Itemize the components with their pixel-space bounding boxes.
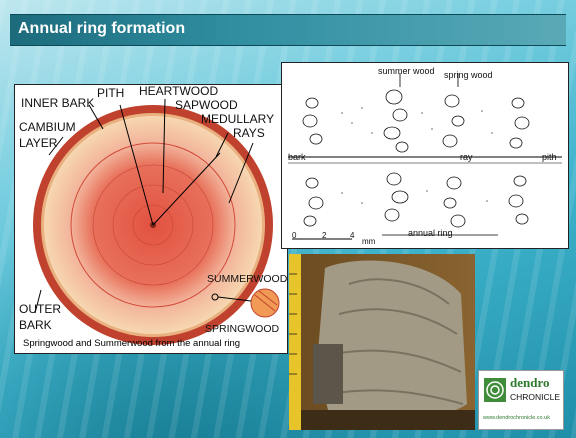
scale-unit: mm — [362, 235, 375, 248]
wood-photo-svg — [289, 254, 475, 430]
label-sapwood: SAPWOOD — [175, 99, 238, 112]
label-bark: BARK — [19, 319, 52, 332]
label-spring-wood: spring wood — [444, 69, 493, 82]
logo-ring-icon — [483, 377, 507, 403]
label-pith: PITH — [97, 87, 124, 100]
cross-section-diagram: PITH HEARTWOOD INNER BARK SAPWOOD MEDULL… — [14, 84, 288, 354]
label-cambium: CAMBIUM — [19, 121, 76, 134]
label-annual-ring: annual ring — [408, 227, 453, 240]
label-inner-bark: INNER BARK — [21, 97, 94, 110]
diagram-caption: Springwood and Summerwood from the annua… — [23, 338, 240, 349]
label-springwood: SPRINGWOOD — [205, 323, 279, 336]
scale-0: 0 — [292, 229, 296, 242]
vessel-cells — [303, 90, 529, 227]
slide-title: Annual ring formation — [18, 20, 185, 38]
cell-structure-diagram: summer wood spring wood bark ray pith an… — [281, 62, 569, 249]
title-bar: Annual ring formation — [10, 14, 566, 46]
cell-structure-svg — [282, 63, 568, 248]
label-rays: RAYS — [233, 127, 265, 140]
logo-url: www.dendrochronicle.co.uk — [483, 415, 550, 421]
label-heartwood: HEARTWOOD — [139, 85, 218, 98]
logo-name-2: CHRONICLE — [510, 392, 560, 402]
label-ray: ray — [460, 151, 473, 164]
label-layer: LAYER — [19, 137, 57, 150]
label-pith-right: pith — [542, 151, 557, 164]
label-summerwood: SUMMERWOOD — [207, 273, 287, 286]
label-outer: OUTER — [19, 303, 61, 316]
label-medullary: MEDULLARY — [201, 113, 274, 126]
label-summer-wood: summer wood — [378, 65, 435, 78]
scale-2: 2 — [322, 229, 326, 242]
wood-sample-photo — [289, 254, 475, 430]
label-bark-right: bark — [288, 151, 306, 164]
dendro-chronicle-logo: dendro CHRONICLE www.dendrochronicle.co.… — [478, 370, 564, 430]
logo-name-1: dendro — [510, 375, 550, 391]
scale-4: 4 — [350, 229, 354, 242]
